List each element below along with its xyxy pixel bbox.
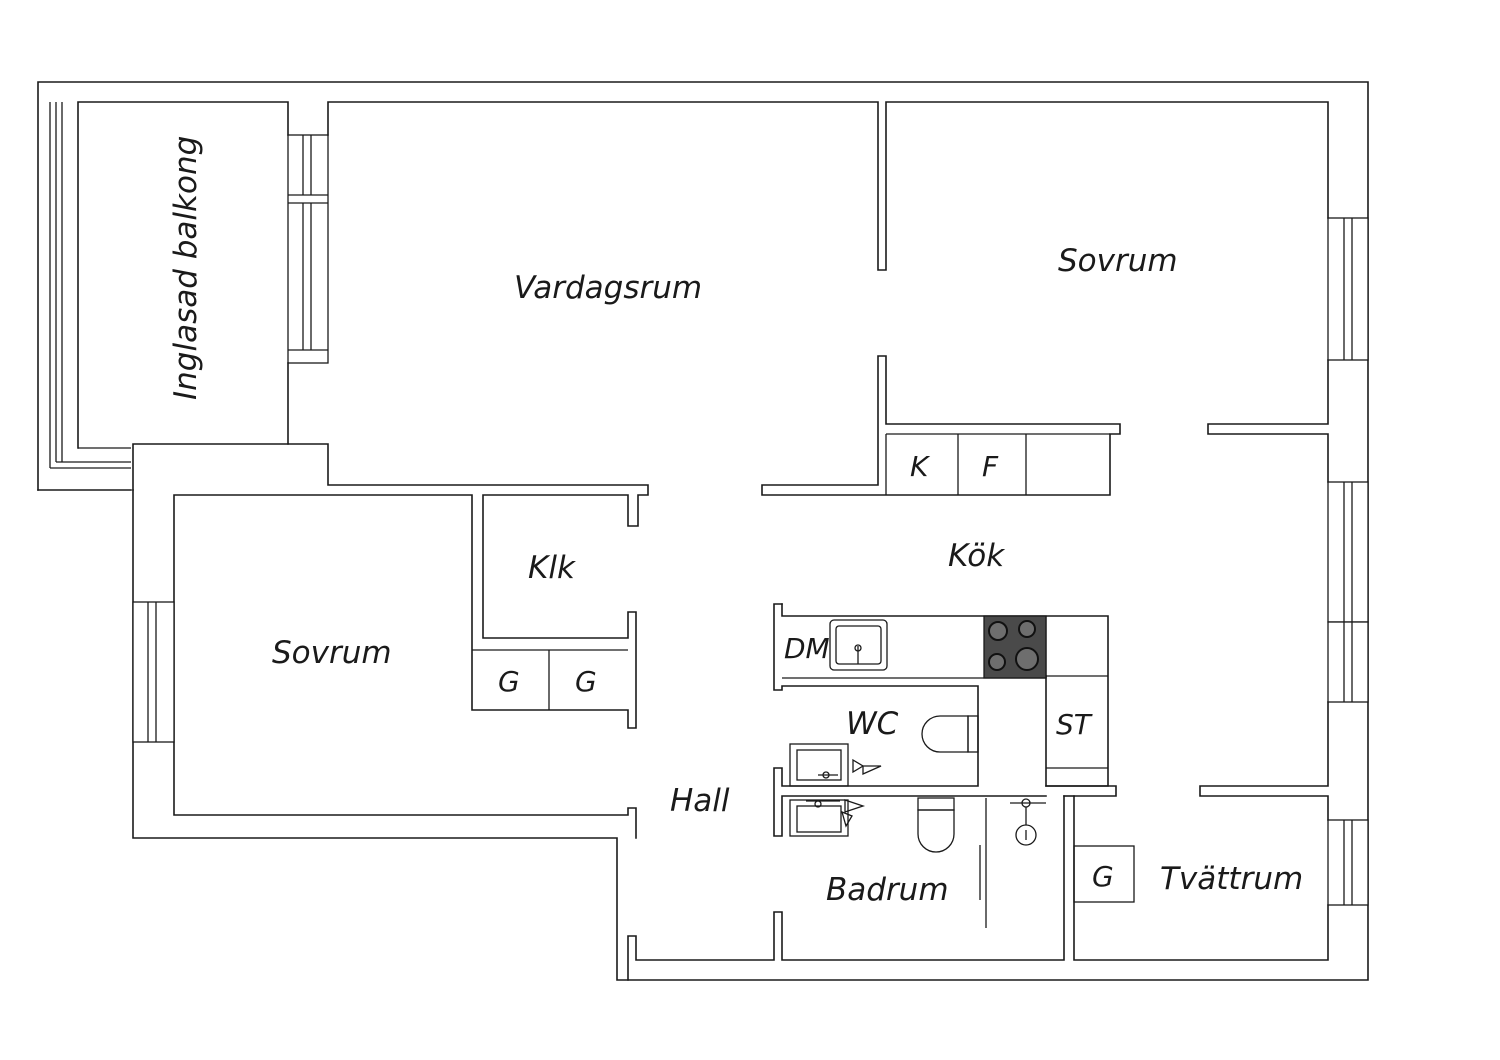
window-left-bedroom — [132, 601, 175, 743]
bathroom-toilet-icon — [917, 797, 955, 853]
fixture-label-fridge: K — [910, 450, 931, 483]
kitchen-counter — [773, 603, 1109, 837]
room-label-glazed-balcony: Inglasad balkong — [168, 136, 204, 400]
room-label-bathroom: Badrum — [826, 872, 949, 908]
windows-right — [1327, 217, 1369, 906]
kitchen-upper-cabinets — [885, 433, 1110, 495]
fixture-labels: K F G G DM ST G — [498, 450, 1114, 893]
room-label-bedroom-lower: Sovrum — [272, 635, 392, 671]
kitchen-sink-icon — [829, 619, 888, 671]
toilet-icon — [921, 715, 979, 753]
room-label-hall: Hall — [670, 783, 730, 819]
wardrobes — [472, 649, 628, 710]
bathroom-sink-icon — [789, 799, 866, 837]
fixture-label-dishwasher: DM — [784, 632, 830, 665]
room-label-toilet: WC — [846, 706, 899, 742]
room-labels: Inglasad balkong Vardagsrum Sovrum Sovru… — [168, 136, 1303, 908]
fixture-label-storage-cabinet: ST — [1056, 708, 1093, 741]
outer-walls — [37, 81, 1369, 981]
room-label-laundry-room: Tvättrum — [1160, 861, 1303, 897]
balcony-window — [287, 134, 329, 364]
wc-sink-icon — [789, 743, 882, 787]
bathroom-walls — [627, 795, 1075, 981]
room-label-walk-in-closet: Klk — [528, 550, 576, 586]
room-label-kitchen: Kök — [948, 538, 1005, 574]
fixture-label-wardrobe-2: G — [575, 665, 597, 698]
fixture-label-laundry-wardrobe: G — [1092, 860, 1114, 893]
shower-icon — [979, 798, 1046, 928]
laundry-cabinet — [1073, 845, 1135, 903]
glazed-balcony-area — [49, 101, 289, 469]
stove-icon — [983, 615, 1047, 679]
fixture-label-wardrobe: G — [498, 665, 520, 698]
room-label-bedroom-upper: Sovrum — [1058, 243, 1178, 279]
room-label-living-room: Vardagsrum — [514, 270, 702, 306]
fixture-label-freezer: F — [982, 450, 999, 483]
